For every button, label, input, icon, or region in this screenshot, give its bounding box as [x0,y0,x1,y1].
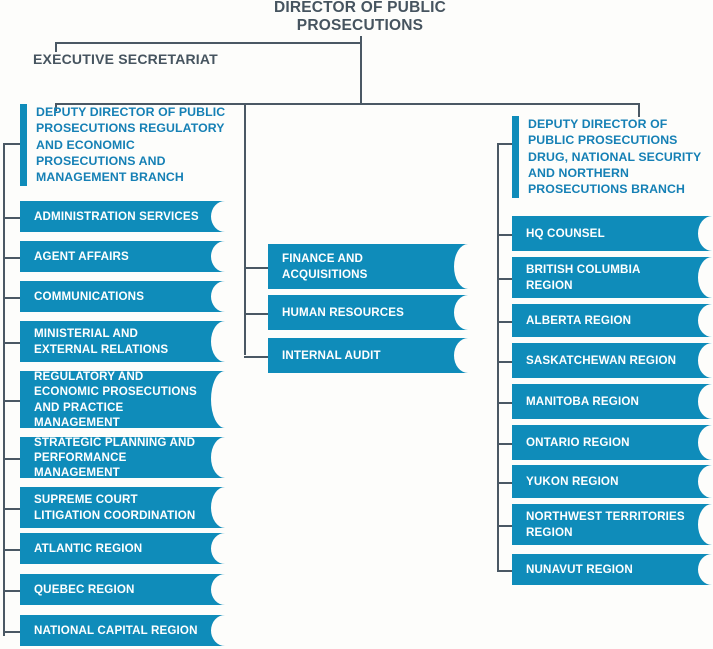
connector-unit-tick [3,590,20,592]
org-unit-label: FINANCE AND ACQUISITIONS [282,252,368,281]
connector-center-trunk [244,103,246,355]
org-unit-box[interactable]: NUNAVUT REGION [512,554,712,585]
org-unit-box[interactable]: MINISTERIAL AND EXTERNAL RELATIONS [20,321,225,362]
org-unit-box[interactable]: ADMINISTRATION SERVICES [20,201,225,232]
connector-right-branch-tick [497,143,514,145]
org-unit-label: QUEBEC REGION [34,582,135,596]
org-unit-label: BRITISH COLUMBIA REGION [526,263,641,292]
connector-unit-tick [497,321,512,323]
connector-unit-tick [3,297,20,299]
branch-heading-label: DEPUTY DIRECTOR OF PUBLIC PROSECUTIONS D… [528,117,702,197]
org-unit-box[interactable]: QUEBEC REGION [20,574,225,605]
branch-accent-bar [512,116,519,198]
connector-unit-tick [497,361,512,363]
org-unit-label: SASKATCHEWAN REGION [526,353,677,367]
org-unit-label: HQ COUNSEL [526,226,605,240]
branch-heading-drug-national-security[interactable]: DEPUTY DIRECTOR OF PUBLIC PROSECUTIONS D… [512,116,712,198]
org-unit-label: NORTHWEST TERRITORIES REGION [526,510,685,539]
connector-unit-tick [3,458,20,460]
org-unit-box[interactable]: ATLANTIC REGION [20,533,225,564]
org-unit-label: NATIONAL CAPITAL REGION [34,623,198,637]
org-unit-label: SUPREME COURT LITIGATION COORDINATION [34,493,196,522]
org-unit-box[interactable]: AGENT AFFAIRS [20,241,225,272]
org-unit-box[interactable]: SASKATCHEWAN REGION [512,343,712,378]
org-unit-box[interactable]: BRITISH COLUMBIA REGION [512,257,712,298]
connector-unit-tick [3,508,20,510]
connector-unit-tick [3,400,20,402]
connector-root-stem [360,36,362,105]
org-unit-label: REGULATORY AND ECONOMIC PROSECUTIONS AND… [34,371,197,428]
org-unit-label: NUNAVUT REGION [526,562,633,576]
connector-unit-tick [3,549,20,551]
org-unit-label: COMMUNICATIONS [34,289,145,303]
org-unit-box[interactable]: INTERNAL AUDIT [268,338,468,373]
connector-unit-tick [497,570,512,572]
org-unit-box[interactable]: NATIONAL CAPITAL REGION [20,615,225,646]
org-unit-box[interactable]: SUPREME COURT LITIGATION COORDINATION [20,487,225,528]
connector-unit-tick [244,356,268,358]
connector-main-bus [55,103,640,105]
connector-unit-tick [3,631,20,633]
org-unit-box[interactable]: NORTHWEST TERRITORIES REGION [512,504,712,545]
org-unit-box[interactable]: STRATEGIC PLANNING AND PERFORMANCE MANAG… [20,437,225,478]
connector-branch-left-stem [55,103,57,111]
connector-exec-stem [55,42,57,52]
connector-unit-tick [497,525,512,527]
branch-heading-regulatory-economic[interactable]: DEPUTY DIRECTOR OF PUBLIC PROSECUTIONS R… [20,104,235,186]
org-unit-box[interactable]: HUMAN RESOURCES [268,295,468,330]
org-unit-box[interactable]: YUKON REGION [512,465,712,498]
org-unit-label: ALBERTA REGION [526,313,632,327]
executive-secretariat-label: EXECUTIVE SECRETARIAT [33,51,218,67]
page-title: DIRECTOR OF PUBLIC PROSECUTIONS [273,0,447,34]
connector-left-branch-tick [3,143,22,145]
connector-unit-tick [497,234,512,236]
connector-unit-tick [244,313,268,315]
branch-accent-bar [20,104,27,186]
org-unit-box[interactable]: ONTARIO REGION [512,425,712,460]
org-unit-label: MANITOBA REGION [526,394,640,408]
org-unit-box[interactable]: COMMUNICATIONS [20,281,225,312]
org-unit-label: INTERNAL AUDIT [282,348,381,362]
org-unit-box[interactable]: HQ COUNSEL [512,216,712,251]
org-unit-label: AGENT AFFAIRS [34,249,129,263]
org-unit-label: YUKON REGION [526,474,619,488]
org-unit-box[interactable]: ALBERTA REGION [512,304,712,337]
connector-right-trunk [497,143,499,572]
org-unit-box[interactable]: REGULATORY AND ECONOMIC PROSECUTIONS AND… [20,371,225,428]
connector-unit-tick [3,257,20,259]
connector-unit-tick [3,217,20,219]
connector-branch-right-stem [638,103,640,117]
org-unit-label: ATLANTIC REGION [34,541,143,555]
org-unit-box[interactable]: FINANCE AND ACQUISITIONS [268,244,468,289]
org-unit-label: ADMINISTRATION SERVICES [34,209,199,223]
org-unit-label: ONTARIO REGION [526,435,630,449]
org-unit-label: STRATEGIC PLANNING AND PERFORMANCE MANAG… [34,437,196,478]
connector-unit-tick [244,267,268,269]
connector-unit-tick [497,402,512,404]
branch-heading-label: DEPUTY DIRECTOR OF PUBLIC PROSECUTIONS R… [36,105,226,185]
connector-unit-tick [497,278,512,280]
connector-unit-tick [497,443,512,445]
connector-left-trunk [3,143,5,636]
connector-unit-tick [3,342,20,344]
org-unit-box[interactable]: MANITOBA REGION [512,384,712,419]
connector-exec-bus [55,42,362,44]
org-unit-label: HUMAN RESOURCES [282,305,405,319]
org-unit-label: MINISTERIAL AND EXTERNAL RELATIONS [34,327,169,356]
connector-unit-tick [497,482,512,484]
